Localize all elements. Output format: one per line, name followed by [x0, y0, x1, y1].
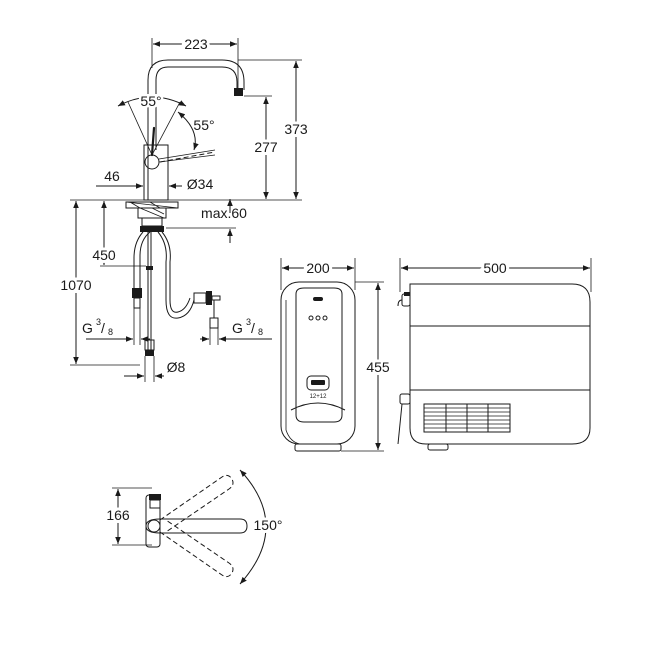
svg-text:3: 3 — [96, 317, 101, 327]
connection-left-label: G 3 / 8 — [82, 317, 113, 337]
base-offset-label: 46 — [104, 168, 120, 184]
svg-text:8: 8 — [258, 327, 263, 337]
unit-front-view: 200 12+12 455 — [280, 257, 393, 452]
deck-thickness-label: max.60 — [201, 205, 247, 221]
hose-view: 450 1070 G 3 / 8 G 3 / 8 Ø8 — [57, 201, 272, 382]
swivel-offset-label: 166 — [106, 507, 130, 523]
hose-length-label: 450 — [92, 247, 116, 263]
svg-text:/: / — [101, 320, 105, 336]
connection-right-label: G 3 / 8 — [232, 317, 263, 337]
unit-front-panel — [295, 287, 343, 423]
lever-angle-side-label: 55° — [193, 117, 214, 133]
faucet-view: 223 277 373 55° 55° 46 Ø34 — [70, 33, 311, 243]
unit-width-label: 200 — [306, 260, 330, 276]
svg-text:/: / — [251, 320, 255, 336]
pipe-diameter-label: Ø8 — [167, 359, 186, 375]
vent-grille — [423, 403, 511, 433]
unit-height-label: 455 — [366, 359, 390, 375]
body-diameter-label: Ø34 — [187, 176, 214, 192]
unit-mode-label: 12+12 — [310, 394, 328, 400]
unit-housing — [280, 281, 356, 445]
svg-text:G: G — [232, 320, 243, 336]
svg-text:8: 8 — [108, 327, 113, 337]
faucet-width-label: 223 — [184, 36, 208, 52]
total-length-label: 1070 — [60, 277, 91, 293]
overall-height-label: 373 — [284, 121, 308, 137]
svg-text:3: 3 — [246, 317, 251, 327]
unit-side-view: 500 — [397, 257, 592, 451]
swivel-rotation-label: 150° — [254, 517, 283, 533]
spout-height-label: 277 — [254, 139, 278, 155]
unit-depth-label: 500 — [483, 260, 507, 276]
svg-text:G: G — [82, 320, 93, 336]
lever-angle-top-label: 55° — [140, 93, 161, 109]
unit-display — [306, 375, 330, 391]
faucet-spout — [147, 59, 245, 200]
swivel-spout — [145, 518, 248, 534]
lever-hub — [144, 154, 160, 170]
swivel-view: 166 150° — [103, 469, 285, 585]
right-hose — [157, 231, 195, 319]
unit-side-housing — [409, 283, 591, 445]
